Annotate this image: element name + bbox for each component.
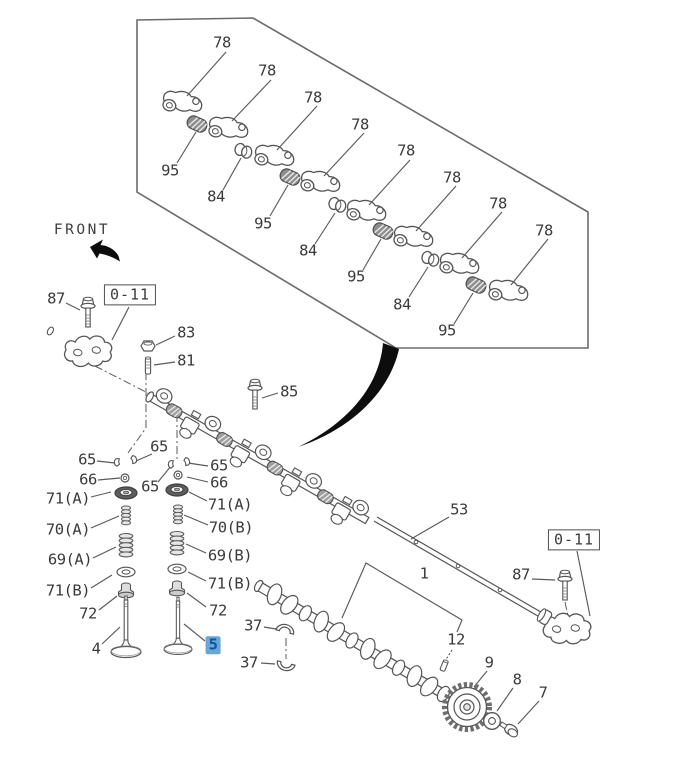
part-label-65-20[interactable]: 65 (150, 437, 168, 456)
rocker-shaft-rod-53 (46, 326, 553, 626)
cam-gear-9 (442, 682, 492, 732)
part-label-71B-32[interactable]: 71(B) (207, 574, 253, 593)
dowel-pin-12 (439, 659, 449, 672)
part-label-71B-31[interactable]: 71(B) (45, 581, 91, 600)
leader-lines (65, 51, 591, 725)
part-label-53-39[interactable]: 53 (450, 500, 468, 519)
part-label-78-7[interactable]: 78 (535, 221, 553, 240)
part-label-37-37[interactable]: 37 (244, 616, 262, 635)
part-label-95-11[interactable]: 95 (438, 321, 456, 340)
nut-83 (140, 340, 156, 352)
part-label-85-18[interactable]: 85 (280, 382, 298, 401)
part-label-72-34[interactable]: 72 (209, 601, 227, 620)
part-label-78-4[interactable]: 78 (397, 141, 415, 160)
part-label-69A-29[interactable]: 69(A) (47, 550, 93, 569)
part-label-37-38[interactable]: 37 (240, 653, 258, 672)
part-label-84-14[interactable]: 84 (393, 295, 411, 314)
part-label-12-42[interactable]: 12 (447, 630, 465, 649)
part-label-70B-28[interactable]: 70(B) (208, 518, 254, 537)
centerlines (94, 365, 569, 659)
part-label-95-10[interactable]: 95 (347, 267, 365, 286)
part-label-66-24[interactable]: 66 (210, 473, 228, 492)
pointer-swoosh (298, 343, 399, 447)
section-ref-box-1[interactable]: 0-11 (547, 529, 601, 551)
part-label-83-16[interactable]: 83 (177, 323, 195, 342)
detail-box-outline (136, 17, 589, 349)
valve-stack-left (110, 454, 142, 659)
part-label-70A-27[interactable]: 70(A) (45, 520, 91, 539)
part-label-95-8[interactable]: 95 (161, 161, 179, 180)
part-label-69B-30[interactable]: 69(B) (207, 546, 253, 565)
section-ref-box-0[interactable]: 0-11 (103, 284, 157, 306)
valve-stack-right (163, 456, 193, 656)
front-arrow-icon (90, 239, 120, 262)
part-label-8-44[interactable]: 8 (512, 670, 522, 689)
front-label: FRONT (53, 222, 111, 238)
part-label-71A-26[interactable]: 71(A) (207, 495, 253, 514)
part-label-66-23[interactable]: 66 (79, 470, 97, 489)
part-label-65-19[interactable]: 65 (78, 450, 96, 469)
camshaft-1 (253, 579, 451, 703)
part-label-9-43[interactable]: 9 (484, 653, 494, 672)
part-label-72-33[interactable]: 72 (79, 604, 97, 623)
shaft-mounts (179, 409, 353, 525)
part-label-71A-25[interactable]: 71(A) (45, 489, 91, 508)
gear-bolt-7 (499, 721, 519, 738)
part-label-7-45[interactable]: 7 (538, 683, 548, 702)
part-label-84-13[interactable]: 84 (299, 241, 317, 260)
part-label-78-5[interactable]: 78 (443, 168, 461, 187)
part-label-78-0[interactable]: 78 (213, 33, 231, 52)
part-label-95-9[interactable]: 95 (254, 214, 272, 233)
rocker-shaft-assembly (145, 388, 370, 525)
part-label-5-36[interactable]: 5 (205, 636, 221, 654)
gear-washer-8 (483, 712, 501, 730)
part-label-78-1[interactable]: 78 (258, 61, 276, 80)
part-label-78-6[interactable]: 78 (489, 194, 507, 213)
part-label-78-3[interactable]: 78 (351, 115, 369, 134)
part-label-65-21[interactable]: 65 (141, 477, 159, 496)
part-label-4-35[interactable]: 4 (91, 639, 101, 658)
part-label-84-12[interactable]: 84 (207, 187, 225, 206)
part-label-1-41[interactable]: 1 (419, 564, 429, 583)
part-label-65-22[interactable]: 65 (210, 456, 228, 475)
part-label-78-2[interactable]: 78 (304, 88, 322, 107)
shaft-rocker-bosses (155, 388, 369, 516)
part-label-87-40[interactable]: 87 (512, 565, 530, 584)
part-label-87-15[interactable]: 87 (47, 289, 65, 308)
part-label-81-17[interactable]: 81 (177, 351, 195, 370)
adjust-screw-81 (144, 356, 152, 375)
